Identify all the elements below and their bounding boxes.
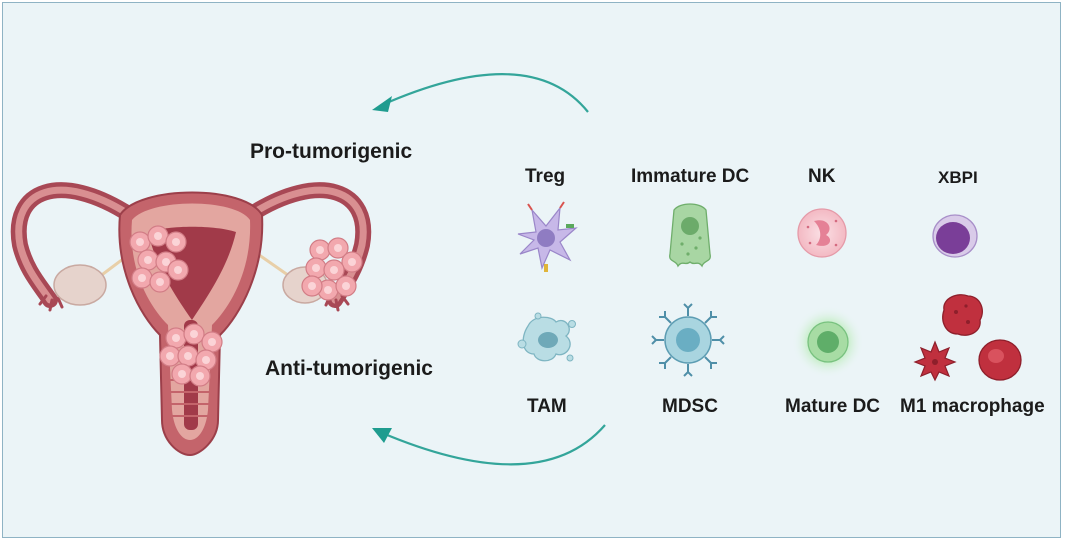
curved-arrow-icon xyxy=(372,424,606,466)
treg-icon xyxy=(517,201,578,272)
mdsc-label: MDSC xyxy=(662,396,718,417)
tumor-icon xyxy=(301,237,363,301)
tam-label: TAM xyxy=(527,396,567,417)
mdsc-icon xyxy=(651,303,725,377)
tam-icon xyxy=(517,312,576,362)
m1-macrophage-label: M1 macrophage xyxy=(900,396,1045,417)
m1-macrophage-icon xyxy=(913,294,1022,382)
treg-label: Treg xyxy=(525,166,566,187)
curved-arrow-icon xyxy=(372,73,589,113)
anti-tumorigenic-label: Anti-tumorigenic xyxy=(265,357,433,380)
nk-label: NK xyxy=(808,166,836,187)
uterus-illustration xyxy=(10,182,372,457)
pro-tumorigenic-label: Pro-tumorigenic xyxy=(250,140,413,163)
mature-dc-label: Mature DC xyxy=(785,396,881,417)
nk-cell-icon xyxy=(797,208,847,258)
mature-dc-icon xyxy=(792,306,864,378)
immature-dc-label: Immature DC xyxy=(631,166,750,187)
xbp1-label: XBPI xyxy=(938,168,978,187)
xbp1-cell-icon xyxy=(932,214,978,258)
immature-dc-icon xyxy=(669,203,711,268)
